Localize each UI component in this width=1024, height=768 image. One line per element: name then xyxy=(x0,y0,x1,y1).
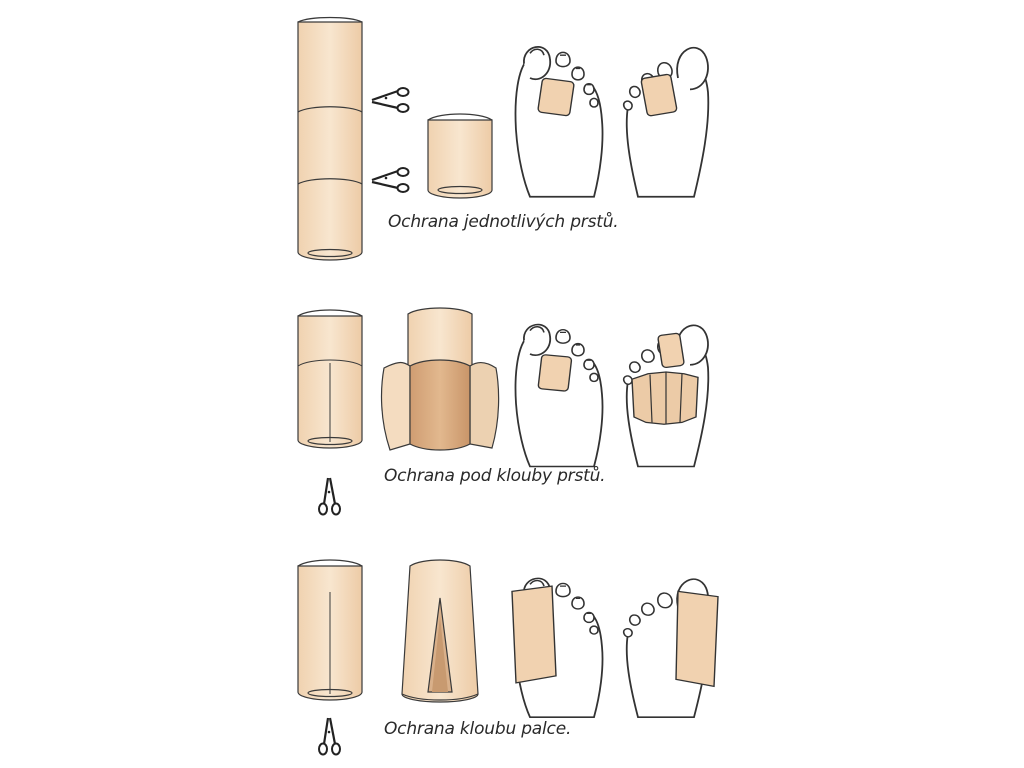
foot-sole-view xyxy=(622,324,710,468)
foot-top-view xyxy=(514,323,604,468)
foot-top-view xyxy=(511,577,604,719)
foot-top-view xyxy=(514,46,604,198)
scissors-icon xyxy=(317,716,342,756)
row-individual-toes xyxy=(297,16,710,261)
foot-sole-view xyxy=(622,578,719,719)
tube-opened-pad xyxy=(380,307,500,451)
row-thumb-joint xyxy=(297,559,719,756)
scissors-icon xyxy=(317,476,342,516)
tube-marked xyxy=(297,309,363,449)
scissors-icon xyxy=(370,86,410,114)
caption-individual-toes: Ochrana jednotlivých prstů. xyxy=(388,212,619,232)
tube-v-cut xyxy=(401,559,479,703)
caption-thumb-joint: Ochrana kloubu palce. xyxy=(384,719,572,739)
caption-under-toe-joints: Ochrana pod klouby prstů. xyxy=(384,466,606,486)
row-under-toe-joints xyxy=(297,307,710,516)
scissors-icon xyxy=(370,166,410,194)
foot-sole-view xyxy=(622,46,710,198)
tube-piece xyxy=(427,113,493,199)
tube-slit xyxy=(297,559,363,701)
long-tube xyxy=(297,16,363,261)
